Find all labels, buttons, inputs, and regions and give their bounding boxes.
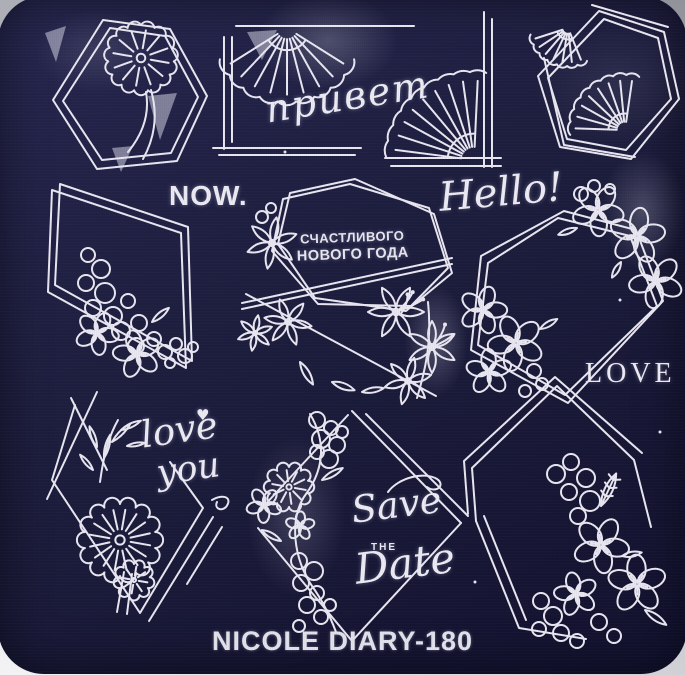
caption-love: LOVE [585, 358, 676, 389]
caption-happy-new-year: Счастливого Нового Года [287, 227, 418, 265]
plate-brand-label: NICOLE DIARY-180 [211, 626, 474, 656]
motif-hexagon-frame-blossom-corners [461, 179, 683, 404]
motif-diamond-frame-berry-flowers [47, 183, 199, 378]
caption-the: THE [371, 542, 397, 553]
motif-corner-frames-fan-shells [212, 11, 502, 168]
glare-highlight [148, 93, 177, 140]
motif-hexagon-frame-fan-shells [528, 4, 680, 160]
motif-pentagon-frame-flower-cluster [463, 376, 668, 649]
caption-happy-new-year-line1: Счастливого [299, 227, 405, 247]
glare-highlight [45, 26, 66, 62]
motif-hexagon-frame-poppy [45, 19, 208, 172]
glare-highlight [112, 146, 133, 172]
motif-hexagon-frame-new-year-lilies [237, 178, 456, 406]
glare-highlight [247, 30, 277, 60]
caption-now: NOW. [169, 180, 248, 211]
heart-icon: ♥ [196, 406, 210, 424]
motif-diamond-frame-leafy-poppy [46, 391, 230, 622]
motif-diamond-frame-blossom-branch [245, 410, 469, 642]
